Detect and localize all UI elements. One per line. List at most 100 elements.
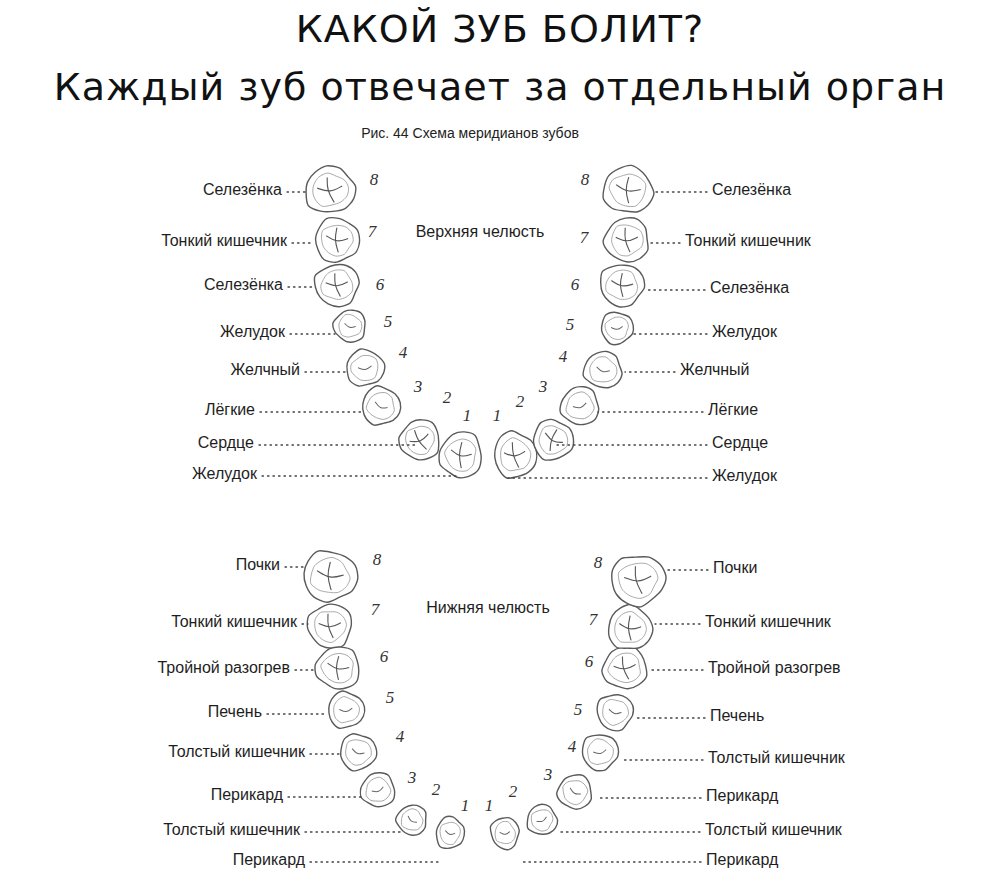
tooth-number: 5 <box>384 312 393 332</box>
tooth <box>492 428 540 480</box>
tooth <box>436 429 484 480</box>
organ-label: Толстый кишечник <box>708 749 845 767</box>
organ-label: Перикард <box>233 851 305 869</box>
leader-line <box>267 713 326 714</box>
tooth-outline <box>302 162 358 215</box>
tooth-crown <box>614 610 648 644</box>
tooth-number: 7 <box>371 600 380 620</box>
tooth-outline <box>393 414 446 467</box>
tooth-outline <box>354 768 400 813</box>
leader-line <box>310 861 440 862</box>
leader-line <box>262 475 458 476</box>
tooth-groove <box>410 433 430 445</box>
tooth-crown <box>606 651 642 685</box>
tooth-groove <box>450 450 471 457</box>
tooth-outline <box>392 799 433 840</box>
leader-line <box>520 861 701 862</box>
leader-line <box>290 333 335 334</box>
tooth <box>326 688 368 730</box>
tooth <box>393 414 446 467</box>
tooth-groove <box>547 429 560 451</box>
tooth <box>599 644 649 692</box>
tooth-number: 8 <box>581 170 590 190</box>
tooth-outline <box>336 731 380 775</box>
tooth-crown <box>309 555 352 594</box>
tooth-crown <box>342 737 374 768</box>
organ-label: Селезёнка <box>712 181 791 199</box>
tooth-crown <box>361 774 393 806</box>
tooth-groove <box>407 816 418 824</box>
title: КАКОЙ ЗУБ БОЛИТ? <box>296 8 704 52</box>
tooth-crown <box>319 651 355 685</box>
organ-label: Перикард <box>706 851 778 869</box>
tooth-number: 7 <box>368 222 377 242</box>
tooth <box>579 730 623 775</box>
tooth-outline <box>579 730 623 775</box>
tooth-groove <box>458 442 465 468</box>
tooth-crown <box>534 422 572 460</box>
leader-line <box>655 191 707 192</box>
tooth-groove <box>611 325 623 330</box>
tooth-crown <box>600 698 630 728</box>
tooth-groove <box>327 614 333 639</box>
tooth-outline <box>357 383 406 432</box>
tooth-groove <box>317 185 342 193</box>
leader-line <box>555 444 707 445</box>
tooth-number: 1 <box>463 406 472 426</box>
tooth-crown <box>402 421 440 459</box>
jaw-label: Нижняя челюсть <box>426 599 550 617</box>
tooth-number: 1 <box>485 796 494 816</box>
leader-line <box>508 477 707 478</box>
tooth-number: 2 <box>443 388 452 408</box>
tooth-outline <box>313 263 361 309</box>
tooth-outline <box>594 692 636 734</box>
tooth-crown <box>319 269 354 302</box>
tooth-groove <box>593 749 606 756</box>
tooth-outline <box>306 603 354 651</box>
leader-line <box>292 242 312 243</box>
tooth-crown <box>364 388 399 422</box>
leader-line <box>650 242 680 243</box>
tooth-crown <box>493 820 517 846</box>
tooth-crown <box>611 224 645 257</box>
tooth-outline <box>601 162 657 215</box>
leader-line <box>288 796 362 797</box>
organ-label: Тонкий кишечник <box>705 613 831 631</box>
tooth-crown <box>331 694 361 724</box>
tooth-groove <box>316 571 343 579</box>
tooth-groove <box>344 323 356 328</box>
organ-label: Селезёнка <box>710 279 789 297</box>
tooth-groove <box>573 402 587 410</box>
tooth-outline <box>330 307 367 344</box>
organ-label: Желудок <box>712 467 777 485</box>
leader-line <box>285 566 305 567</box>
tooth-number: 8 <box>370 170 379 190</box>
tooth <box>392 799 433 840</box>
tooth-number: 2 <box>432 780 441 800</box>
tooth-outline <box>526 415 579 468</box>
organ-label: Толстый кишечник <box>705 821 842 839</box>
organ-label: Селезёнка <box>204 276 283 294</box>
tooth-number: 1 <box>493 406 502 426</box>
tooth-groove <box>616 236 638 242</box>
organ-label: Толстый кишечник <box>168 743 305 761</box>
tooth-groove <box>608 709 621 715</box>
tooth-outline <box>520 800 561 841</box>
tooth-groove <box>500 831 510 836</box>
tooth-groove <box>512 442 519 468</box>
tooth <box>489 816 522 852</box>
tooth-groove <box>622 656 629 680</box>
tooth-number: 8 <box>594 553 603 573</box>
tooth-number: 6 <box>585 652 594 672</box>
tooth <box>343 345 388 388</box>
tooth-crown <box>617 561 660 600</box>
leader-lines <box>259 192 708 862</box>
organ-label: Сердце <box>198 434 254 452</box>
tooth-crown <box>320 224 354 257</box>
tooth-number: 6 <box>380 647 389 667</box>
tooth-crown <box>314 610 348 644</box>
tooth-groove <box>624 575 651 583</box>
leader-line <box>598 411 703 412</box>
tooth-outline <box>607 602 655 650</box>
leader-line <box>600 797 701 798</box>
